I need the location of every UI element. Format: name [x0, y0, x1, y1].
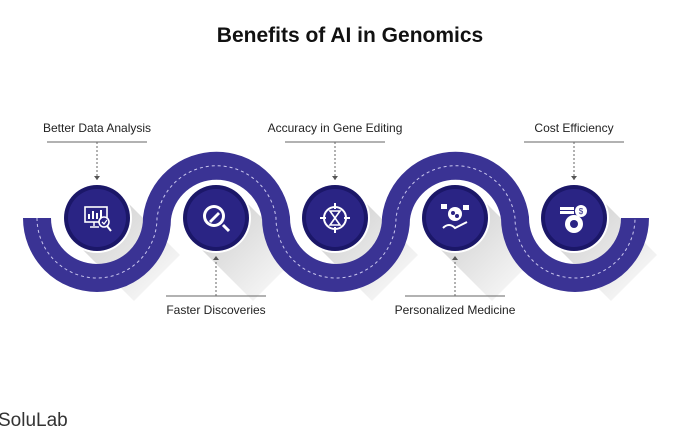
benefit-label: Personalized Medicine [394, 303, 516, 317]
wave-band [23, 151, 649, 292]
benefit-label: Better Data Analysis [42, 121, 152, 135]
solulab-logo: SoluLab [0, 410, 68, 431]
svg-text:$: $ [579, 207, 584, 216]
monitor-chart-icon [84, 206, 112, 232]
page-title: Benefits of AI in Genomics [216, 24, 484, 47]
connector-arrow-icon [571, 176, 577, 180]
coins-gear-icon: $ [560, 205, 587, 233]
connector-arrow-icon [94, 176, 100, 180]
benefit-node: $ [539, 183, 609, 253]
benefit-node [300, 183, 370, 253]
rocket-magnifier-icon [203, 205, 231, 233]
connector-arrow-icon [452, 256, 458, 260]
connector-arrow-icon [332, 176, 338, 180]
benefit-node [420, 183, 490, 253]
connector-arrow-icon [213, 256, 219, 260]
hand-molecule-icon [441, 204, 469, 230]
benefit-node [62, 183, 132, 253]
benefit-label: Accuracy in Gene Editing [267, 121, 403, 135]
benefit-label: Cost Efficiency [534, 121, 614, 135]
benefit-node [181, 183, 251, 253]
dna-target-icon [320, 203, 350, 233]
benefit-label: Faster Discoveries [166, 303, 266, 317]
